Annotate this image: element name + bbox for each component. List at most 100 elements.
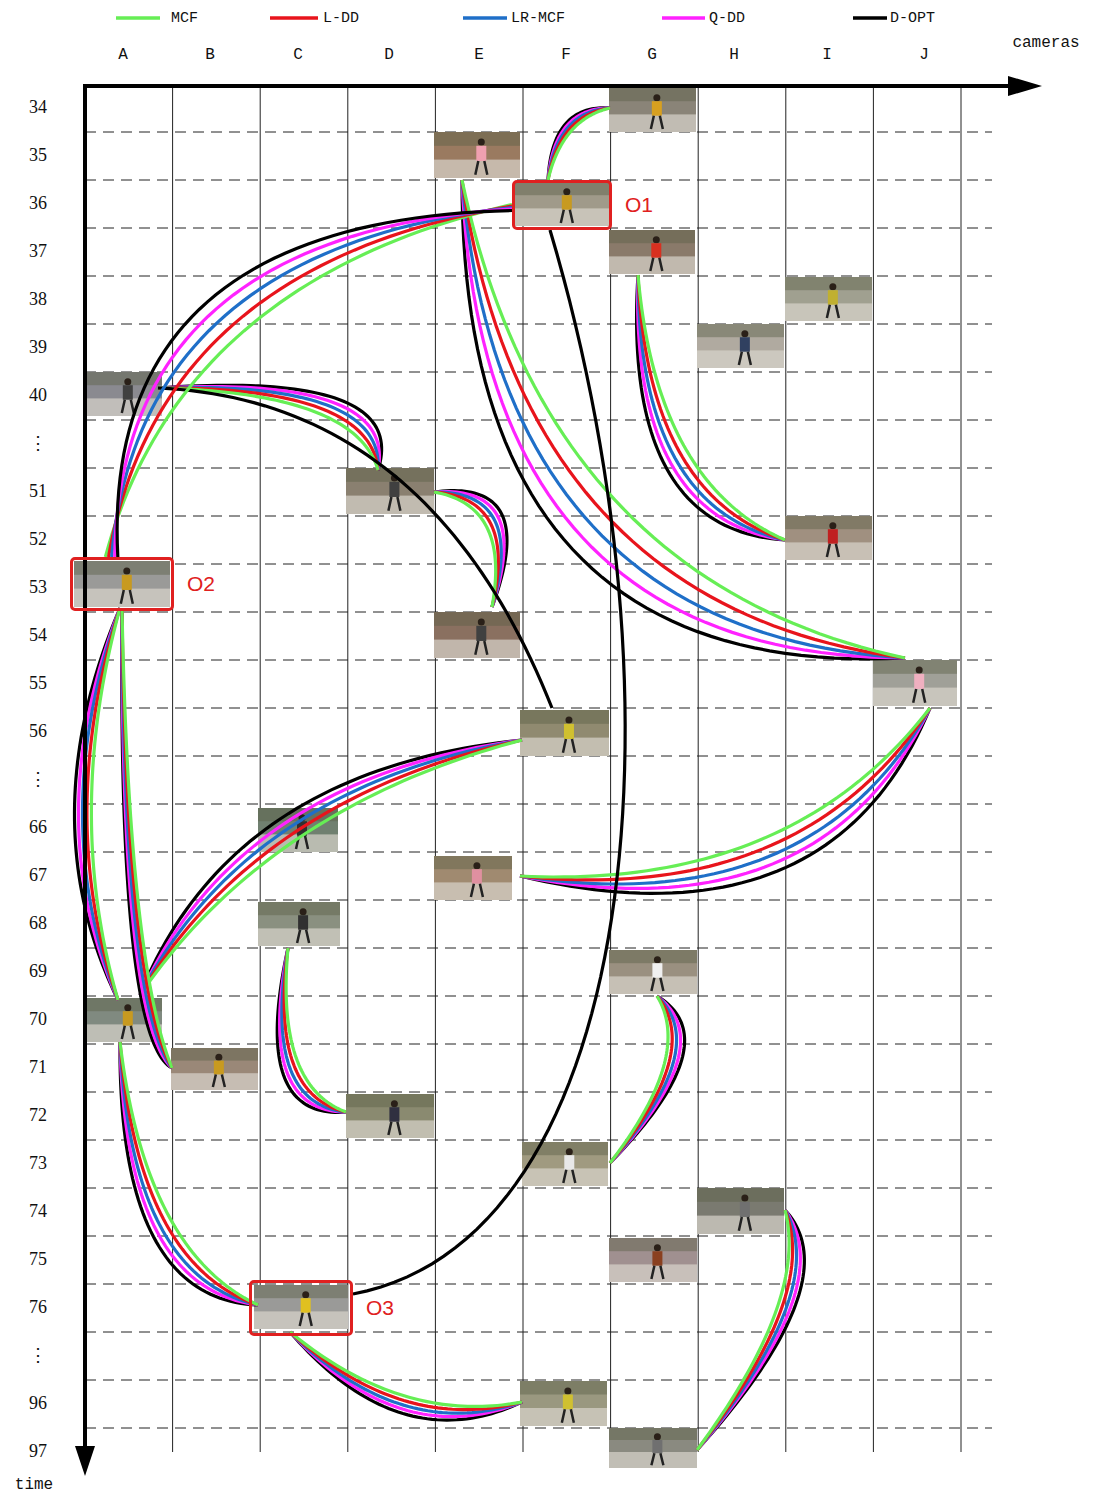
legend-line (463, 16, 507, 20)
camera-frame (697, 1188, 784, 1234)
person-legs (388, 497, 400, 511)
person-head (565, 717, 572, 724)
person-body (472, 869, 482, 884)
trajectory-curve (120, 1042, 258, 1305)
camera-frame (520, 1381, 607, 1426)
frame-ground (873, 688, 957, 706)
camera-gridline (523, 86, 524, 1452)
trajectory-connector (117, 211, 512, 558)
camera-frame (254, 1285, 348, 1329)
person-head (302, 1291, 309, 1298)
camera-frame (346, 1094, 434, 1138)
person-body (828, 290, 838, 305)
trajectory-curve (548, 108, 610, 180)
frame-trees (609, 1238, 697, 1251)
time-label: 35 (28, 146, 48, 166)
person-body (122, 575, 132, 590)
trajectory-curve (462, 180, 905, 658)
trajectory-curve (158, 388, 378, 470)
camera-frame (520, 710, 609, 756)
camera-frame (697, 324, 784, 368)
time-label: 56 (28, 722, 48, 742)
legend-label: L-DD (322, 10, 360, 27)
frame-ground (697, 350, 784, 368)
trajectory-curve (548, 108, 610, 180)
camera-frame (434, 856, 512, 900)
trajectory-curve (462, 180, 905, 658)
frame-trees (609, 950, 697, 963)
frame-ground (346, 1120, 434, 1138)
person-head (916, 667, 923, 674)
trajectory-curve (520, 708, 930, 893)
person-head (124, 378, 131, 385)
person-body (651, 243, 661, 258)
frame-ground (522, 1168, 608, 1186)
trajectory-curve (140, 740, 522, 995)
camera-frame (785, 277, 872, 321)
frame-trees (434, 856, 512, 869)
frame-trees (609, 230, 695, 243)
person-legs (562, 1409, 574, 1423)
time-gridline (85, 612, 992, 613)
frame-ground (785, 542, 872, 560)
person-legs (651, 116, 663, 129)
trajectory-curve (638, 275, 785, 540)
time-gridline (85, 1284, 992, 1285)
camera-frame (609, 950, 697, 994)
camera-axis (83, 84, 1012, 88)
person-body (476, 626, 486, 641)
person-legs (739, 1217, 751, 1231)
person-body (914, 674, 924, 689)
time-label: 34 (28, 98, 48, 118)
person-body (564, 724, 574, 739)
person-head (123, 568, 130, 575)
person-legs (300, 1313, 312, 1326)
trajectory-curve (122, 608, 172, 1068)
trajectory-curve (75, 608, 121, 1000)
time-gridline (85, 324, 992, 325)
trajectory-curve (158, 387, 378, 470)
time-label: 54 (28, 626, 48, 646)
time-gridline (85, 132, 992, 133)
camera-label: D (383, 47, 395, 65)
person-legs (563, 1170, 575, 1183)
time-gridline (85, 1236, 992, 1237)
time-gridline (85, 372, 992, 373)
trajectory-connector (105, 205, 512, 558)
time-gridline (85, 1188, 992, 1189)
time-gridline (85, 1332, 992, 1333)
person-body (123, 1011, 133, 1026)
person-head (563, 188, 570, 195)
frame-ground (697, 1216, 784, 1234)
camera-label: E (473, 47, 485, 65)
frame-ground (434, 640, 520, 658)
frame-ground (74, 589, 170, 607)
time-gridline (85, 468, 992, 469)
person-legs (561, 210, 573, 223)
time-label: 36 (28, 194, 48, 214)
frame-trees (609, 1428, 697, 1440)
person-body (562, 195, 572, 210)
time-label: 70 (28, 1010, 48, 1030)
frame-ground (514, 208, 610, 226)
person-head (653, 236, 660, 243)
frame-trees (254, 1285, 348, 1298)
camera-label: C (292, 47, 304, 65)
frame-background (609, 88, 696, 132)
person-head (473, 862, 480, 869)
time-label: 68 (28, 914, 48, 934)
frame-ground (434, 160, 520, 178)
trajectory-curve (282, 948, 346, 1112)
person-legs (651, 1266, 663, 1279)
frame-background (873, 660, 957, 706)
frame-background (609, 1428, 697, 1468)
frame-trees (434, 132, 520, 146)
frame-background (254, 1285, 348, 1329)
person-body (740, 337, 750, 352)
camera-frame (522, 1142, 608, 1186)
camera-frame (434, 612, 520, 658)
frame-background (785, 516, 872, 560)
